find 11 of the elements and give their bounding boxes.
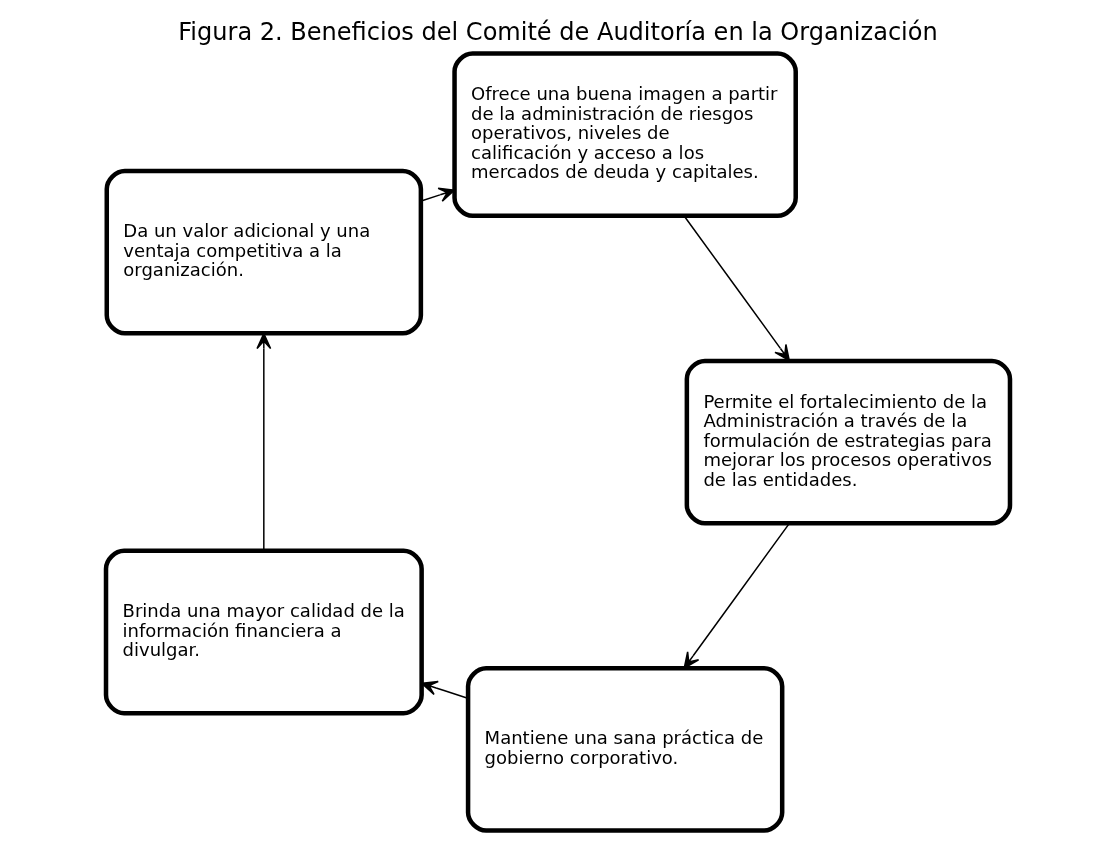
arrow bbox=[421, 680, 469, 699]
node-box: Permite el fortalecimiento de la Administración a través de la formulación de estrategias para mejorar los procesos operativos de las entidades. bbox=[684, 358, 1013, 526]
arrow bbox=[683, 522, 790, 669]
node-box: Da un valor adicional y una ventaja competitiva a la organización. bbox=[104, 168, 424, 336]
arrow bbox=[256, 332, 272, 552]
diagram-title: Figura 2. Beneficios del Comité de Auditoría en la Organización bbox=[178, 17, 938, 46]
node-box: Mantiene una sana práctica de gobierno corporativo. bbox=[465, 665, 785, 833]
arrow bbox=[420, 187, 456, 202]
node-box: Brinda una mayor calidad de la información financiera a divulgar. bbox=[103, 548, 424, 716]
arrow bbox=[683, 215, 791, 362]
node-box: Ofrece una buena imagen a partir de la administración de riesgos operativos, niveles de calificación y acceso a los mercados de deuda y capitales. bbox=[452, 51, 798, 219]
